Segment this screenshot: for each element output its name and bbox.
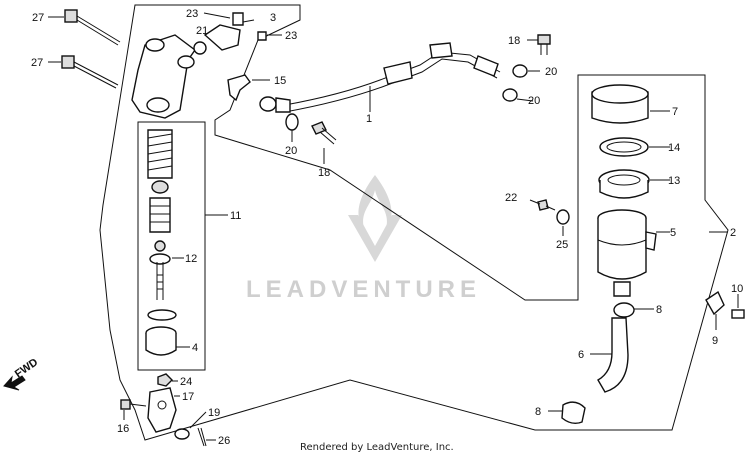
label-2: 2 (730, 227, 736, 239)
label-11: 11 (230, 210, 241, 222)
label-23-upper: 23 (186, 8, 198, 20)
footer-credit: Rendered by LeadVenture, Inc. (300, 442, 454, 453)
fwd-label: FWD (13, 356, 40, 380)
piston-cup (151, 180, 169, 194)
label-12: 12 (185, 253, 197, 265)
diaphragm-13 (598, 169, 650, 199)
label-17: 17 (182, 391, 194, 403)
part-labels: 27 27 23 21 3 23 15 1 20 18 18 20 20 7 1… (31, 8, 743, 447)
hose-1 (259, 42, 501, 113)
label-10: 10 (731, 283, 743, 295)
label-27-lower: 27 (31, 57, 43, 69)
hose-clamp-8-lower (561, 401, 586, 425)
label-7: 7 (672, 106, 678, 118)
cotter-pin-26 (197, 427, 207, 447)
label-26: 26 (218, 435, 230, 447)
label-4: 4 (192, 342, 198, 354)
piston-spring (147, 129, 173, 179)
label-20-upper: 20 (545, 66, 557, 78)
label-21: 21 (196, 25, 208, 37)
piston (149, 197, 171, 233)
joint-pin-19 (174, 428, 190, 440)
watermark-flame-icon (358, 175, 392, 232)
label-25: 25 (556, 239, 568, 251)
bolt-18-upper (537, 34, 551, 55)
bolt-27-lower (61, 55, 119, 89)
label-14: 14 (668, 142, 680, 154)
label-5: 5 (670, 227, 676, 239)
label-3: 3 (270, 12, 276, 24)
label-23-lower: 23 (285, 30, 297, 42)
label-20-lower: 20 (528, 95, 540, 107)
label-18-upper: 18 (508, 35, 520, 47)
bolt-27-upper (64, 9, 121, 46)
clip-9 (705, 290, 725, 316)
watermark-v-mark-icon (348, 215, 402, 262)
hose-clip-15 (227, 74, 251, 102)
label-19: 19 (208, 407, 220, 419)
label-15: 15 (274, 75, 286, 87)
label-24: 24 (180, 376, 192, 388)
reservoir-hose-6 (597, 317, 629, 393)
washer-20-hose (285, 113, 299, 131)
washer-25 (556, 209, 570, 225)
leader-lines (48, 12, 739, 441)
push-rod (149, 240, 171, 300)
watermark: LEADVENTURE (246, 175, 481, 303)
label-1: 1 (366, 113, 372, 125)
reservoir-5 (597, 209, 657, 297)
reservoir-cap-fitting (193, 12, 267, 55)
label-8-lower: 8 (535, 406, 541, 418)
piston-set-box (137, 121, 206, 371)
diaphragm-plate-14 (599, 137, 649, 157)
boot-ring (147, 309, 177, 321)
label-8-upper: 8 (656, 304, 662, 316)
boot (145, 326, 177, 356)
washer-20-upper (512, 64, 528, 78)
label-18-lower: 18 (318, 167, 330, 179)
label-13: 13 (668, 175, 680, 187)
bracket-17 (147, 387, 177, 433)
washer-20-lower (502, 88, 518, 102)
bolt-18-lower (311, 121, 337, 145)
label-6: 6 (578, 349, 584, 361)
fwd-arrow: FWD (3, 356, 40, 391)
label-27-upper: 27 (32, 12, 44, 24)
master-cylinder-body (131, 34, 196, 119)
bolt-22 (537, 199, 556, 211)
collar-10 (731, 309, 745, 319)
reservoir-cap-7 (591, 84, 649, 124)
label-16: 16 (117, 423, 129, 435)
nut-24 (157, 373, 173, 387)
watermark-text: LEADVENTURE (246, 276, 481, 303)
bolt-16 (120, 399, 147, 410)
label-9: 9 (712, 335, 718, 347)
label-22: 22 (505, 192, 517, 204)
hose-clamp-8-upper (613, 302, 635, 318)
label-20-hose: 20 (285, 145, 297, 157)
